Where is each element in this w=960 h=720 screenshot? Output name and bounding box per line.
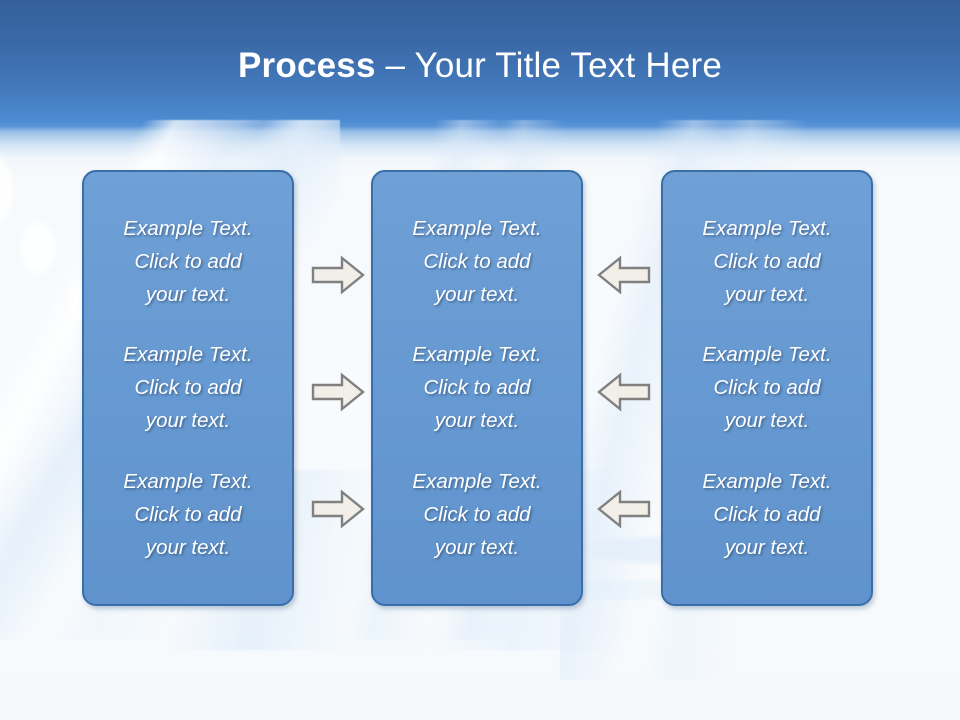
process-cell-left-1[interactable]: Example Text. Click to add your text.	[123, 216, 253, 306]
slide-header-band: Process – Your Title Text Here	[0, 0, 960, 128]
page-title-bold: Process	[238, 46, 376, 85]
process-cell-left-2[interactable]: Example Text. Click to add your text.	[123, 343, 253, 433]
arrow-left-icon[interactable]	[597, 372, 651, 412]
process-cell-right-1[interactable]: Example Text. Click to add your text.	[702, 216, 832, 306]
arrow-left-icon[interactable]	[597, 255, 651, 295]
process-cell-center-3[interactable]: Example Text. Click to add your text.	[412, 470, 542, 560]
process-cell-right-3[interactable]: Example Text. Click to add your text.	[702, 470, 832, 560]
process-column-right[interactable]: Example Text. Click to add your text. Ex…	[661, 170, 873, 606]
process-cell-left-3[interactable]: Example Text. Click to add your text.	[123, 470, 253, 560]
process-cell-right-2[interactable]: Example Text. Click to add your text.	[702, 343, 832, 433]
arrow-right-icon[interactable]	[311, 372, 365, 412]
arrow-right-icon[interactable]	[311, 489, 365, 529]
process-column-center[interactable]: Example Text. Click to add your text. Ex…	[371, 170, 583, 606]
page-title: Process – Your Title Text Here	[0, 44, 960, 88]
process-column-left[interactable]: Example Text. Click to add your text. Ex…	[82, 170, 294, 606]
page-title-separator: –	[375, 46, 415, 85]
process-cell-center-2[interactable]: Example Text. Click to add your text.	[412, 343, 542, 433]
process-cell-center-1[interactable]: Example Text. Click to add your text.	[412, 216, 542, 306]
arrow-right-icon[interactable]	[311, 255, 365, 295]
page-title-rest: Your Title Text Here	[414, 46, 722, 85]
arrow-left-icon[interactable]	[597, 489, 651, 529]
